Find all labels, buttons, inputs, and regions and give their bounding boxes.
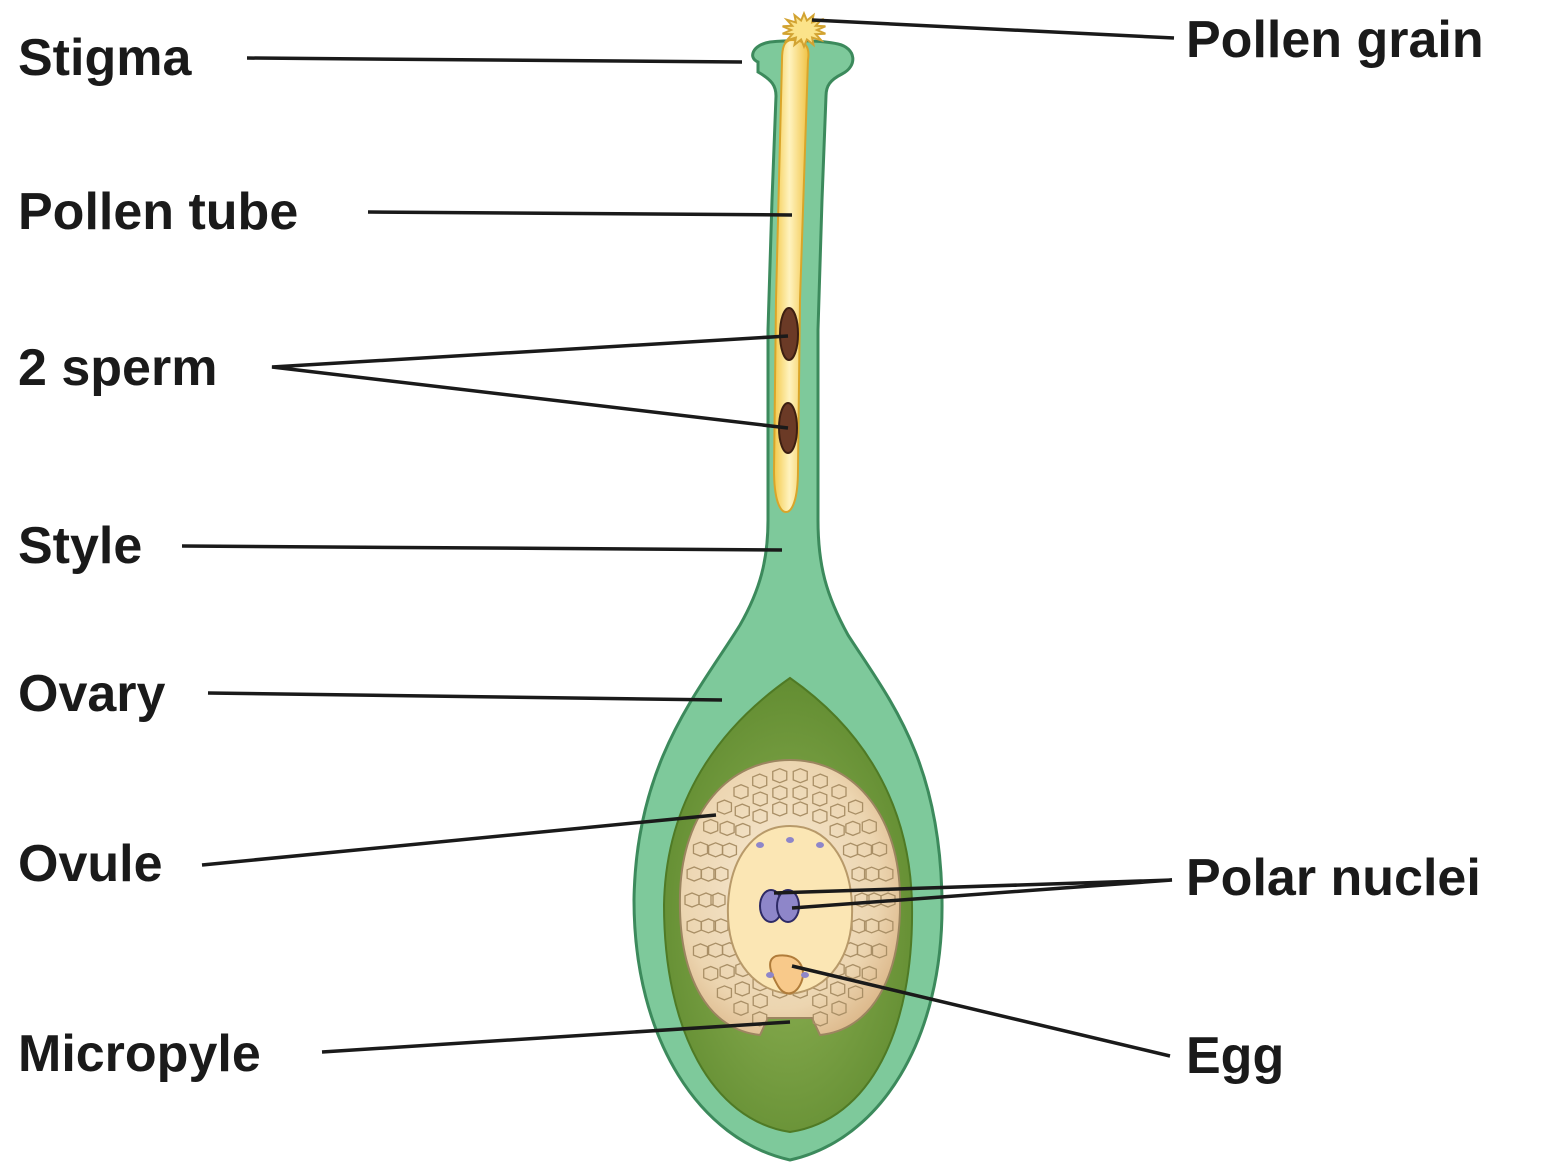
sperm-cell: [780, 308, 798, 360]
stigma-label: Stigma: [18, 32, 191, 84]
polar-nuclei-label: Polar nuclei: [1186, 852, 1481, 904]
ovule-label: Ovule: [18, 838, 163, 890]
cell-nucleus: [756, 842, 764, 848]
ovary-leader: [208, 693, 722, 700]
micropyle-label: Micropyle: [18, 1028, 261, 1080]
stigma-leader: [247, 58, 742, 62]
pollen-tube-label: Pollen tube: [18, 186, 298, 238]
style-label: Style: [18, 520, 142, 572]
style-leader: [182, 546, 782, 550]
cell-nucleus: [816, 842, 824, 848]
pollen-grain-leader: [812, 20, 1174, 38]
ovary-label: Ovary: [18, 668, 165, 720]
cell-nucleus: [766, 972, 774, 978]
pollen-tube-leader: [368, 212, 792, 215]
sperm-leader: [272, 336, 788, 428]
egg-label: Egg: [1186, 1030, 1284, 1082]
cell-nucleus: [786, 837, 794, 843]
cell-nucleus: [801, 972, 809, 978]
pollen-grain-label: Pollen grain: [1186, 14, 1484, 66]
sperm-label: 2 sperm: [18, 342, 217, 394]
